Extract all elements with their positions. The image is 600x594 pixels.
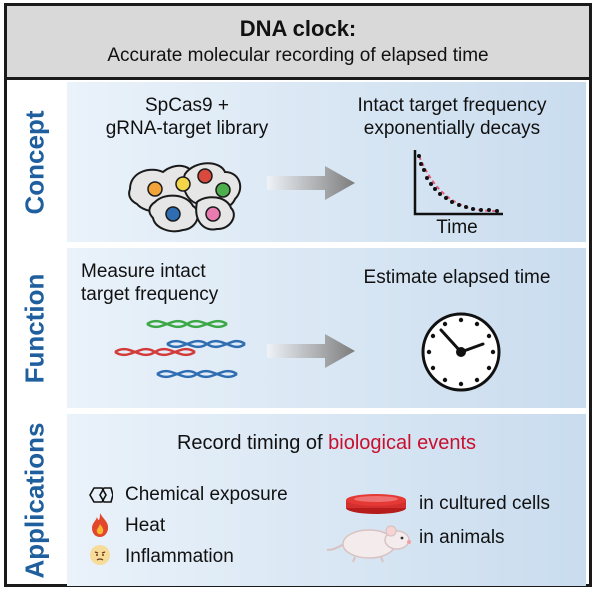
inflamed-face-icon: [90, 545, 110, 565]
benzene-ring-icon: [89, 487, 113, 503]
applications-heading: Record timing of biological events: [176, 432, 477, 454]
applications-panel: Record timing of biological events Chemi…: [67, 414, 586, 586]
function-side-label: Function: [19, 273, 50, 383]
applications-side-label: Applications: [19, 421, 50, 579]
decay-curve-icon: [413, 150, 503, 216]
function-panel: Measure intact target frequency Estimate…: [67, 248, 586, 408]
function-right-text: Estimate elapsed time: [363, 267, 551, 288]
function-arrow: [267, 334, 355, 368]
cell-cluster-icon: [128, 162, 242, 233]
app-item-chemical: Chemical exposure: [125, 484, 288, 505]
petri-dish-icon: [346, 494, 406, 514]
app-item-heat: Heat: [125, 515, 166, 536]
concept-arrow: [267, 166, 355, 200]
page-subtitle: Accurate molecular recording of elapsed …: [107, 45, 489, 66]
dna-strands-icon: [114, 319, 246, 379]
concept-left-text: SpCas9 + gRNA-target library: [105, 95, 269, 139]
app-item-inflammation: Inflammation: [125, 546, 234, 567]
concept-side-label: Concept: [19, 110, 50, 214]
mouse-icon: [326, 525, 411, 563]
context-animals: in animals: [419, 527, 505, 548]
clock-icon: [421, 312, 501, 392]
concept-right-text: Intact target frequency exponentially de…: [357, 95, 547, 139]
time-axis-label: Time: [436, 217, 478, 238]
context-cultured-cells: in cultured cells: [419, 493, 550, 514]
figure-frame: DNA clock: Accurate molecular recording …: [4, 3, 592, 587]
function-left-text: Measure intact target frequency: [81, 261, 219, 305]
page-title: DNA clock:: [239, 16, 357, 41]
header: DNA clock: Accurate molecular recording …: [7, 6, 589, 80]
concept-panel: SpCas9 + gRNA-target library Intact targ…: [67, 82, 586, 242]
flame-icon: [92, 513, 109, 537]
